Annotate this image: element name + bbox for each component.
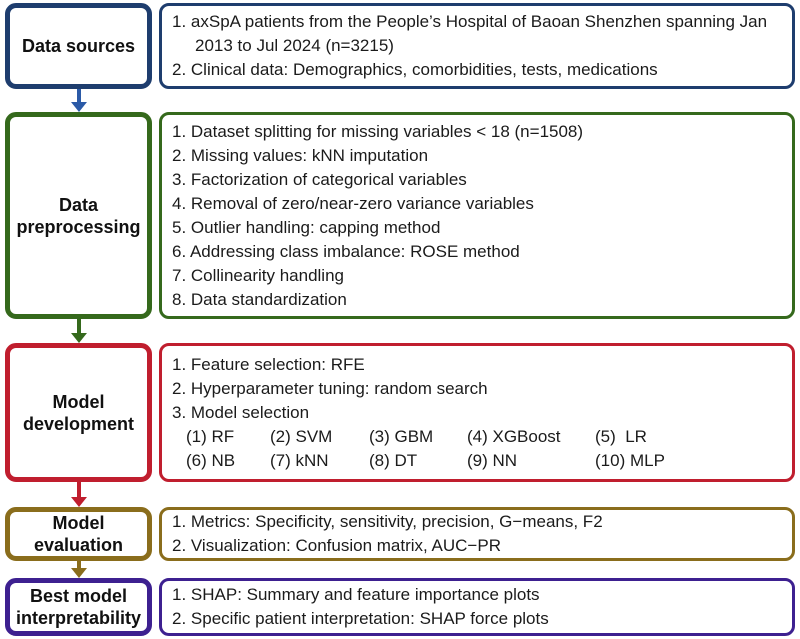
connector-gap-1	[5, 89, 795, 112]
detail-box-data-preprocessing: 1. Dataset splitting for missing variabl…	[159, 112, 795, 319]
detail-item: 7. Collinearity handling	[172, 265, 344, 285]
stage-box-model-evaluation: Model evaluation	[5, 507, 152, 561]
section-row-model-development: Model development 1. Feature selection: …	[5, 343, 795, 482]
arrow-head	[71, 497, 87, 507]
stage-label-model-evaluation: Model evaluation	[33, 513, 124, 555]
model-option: (7) kNN	[270, 450, 329, 470]
detail-item: 1. Feature selection: RFE	[172, 354, 365, 374]
model-grid: (1) RF (2) SVM (3) GBM (4) XGBoost (5) LR (6)…	[186, 425, 782, 473]
detail-box-model-evaluation: 1. Metrics: Specificity, sensitivity, pr…	[159, 507, 795, 561]
arrow-head	[71, 102, 87, 112]
section-row-model-evaluation: Model evaluation 1. Metrics: Specificity…	[5, 507, 795, 561]
arrow-head	[71, 568, 87, 578]
detail-item: 3. Model selection	[172, 402, 310, 422]
section-row-data-preprocessing: Data preprocessing 1. Dataset splitting …	[5, 112, 795, 319]
detail-item: 4. Removal of zero/near-zero variance va…	[172, 193, 534, 213]
detail-item: 2. Hyperparameter tuning: random search	[172, 378, 488, 398]
down-arrow-icon	[71, 561, 87, 578]
detail-items-model-evaluation: 1. Metrics: Specificity, sensitivity, pr…	[172, 510, 782, 558]
detail-box-model-development: 1. Feature selection: RFE 2. Hyperparamet…	[159, 343, 795, 482]
detail-item: 1. SHAP: Summary and feature importance …	[172, 585, 540, 604]
detail-item: 1. Dataset splitting for missing variabl…	[172, 121, 584, 141]
model-option: (1) RF	[186, 426, 235, 446]
detail-box-best-model-interpretability: 1. SHAP: Summary and feature importance …	[159, 578, 795, 636]
detail-items-model-development: 1. Feature selection: RFE 2. Hyperparamet…	[172, 353, 782, 425]
model-option: (4) XGBoost	[467, 426, 561, 446]
detail-items-data-preprocessing: 1. Dataset splitting for missing variabl…	[172, 120, 782, 312]
arrow-stem	[77, 319, 81, 333]
detail-item: 2. Specific patient interpretation: SHAP…	[172, 609, 549, 628]
detail-item: 6. Addressing class imbalance: ROSE meth…	[172, 241, 520, 261]
stage-label-best-model-interpretability: Best model interpretability	[15, 586, 142, 628]
model-option: (8) DT	[369, 450, 418, 470]
stage-box-data-sources: Data sources	[5, 3, 152, 89]
connector-gap-3	[5, 482, 795, 507]
model-option: (6) NB	[186, 450, 236, 470]
arrow-stem	[77, 482, 81, 497]
stage-box-best-model-interpretability: Best model interpretability	[5, 578, 152, 636]
stage-label-data-preprocessing: Data preprocessing	[16, 194, 141, 237]
detail-item: 1. Metrics: Specificity, sensitivity, pr…	[172, 512, 603, 531]
section-row-data-sources: Data sources 1. axSpA patients from the …	[5, 3, 795, 89]
detail-item: 2. Missing values: kNN imputation	[172, 145, 429, 165]
detail-box-data-sources: 1. axSpA patients from the People’s Hosp…	[159, 3, 795, 89]
model-option: (2) SVM	[270, 426, 333, 446]
detail-item: 2. Clinical data: Demographics, comorbid…	[172, 60, 658, 79]
section-row-best-model-interpretability: Best model interpretability 1. SHAP: Sum…	[5, 578, 795, 636]
model-option: (9) NN	[467, 450, 518, 470]
down-arrow-icon	[71, 319, 87, 343]
arrow-head	[71, 333, 87, 343]
connector-gap-4	[5, 561, 795, 578]
arrow-stem	[77, 89, 81, 102]
connector-gap-2	[5, 319, 795, 343]
detail-item: 2. Visualization: Confusion matrix, AUC−…	[172, 536, 501, 555]
down-arrow-icon	[71, 482, 87, 507]
detail-items-data-sources: 1. axSpA patients from the People’s Hosp…	[172, 10, 782, 82]
model-option: (5) LR	[595, 426, 647, 446]
stage-label-model-development: Model development	[22, 391, 135, 434]
detail-items-best-model-interpretability: 1. SHAP: Summary and feature importance …	[172, 583, 782, 631]
stage-label-data-sources: Data sources	[21, 36, 136, 56]
stage-box-model-development: Model development	[5, 343, 152, 482]
detail-item: 5. Outlier handling: capping method	[172, 217, 441, 237]
detail-item: 3. Factorization of categorical variable…	[172, 169, 467, 189]
stage-box-data-preprocessing: Data preprocessing	[5, 112, 152, 319]
model-option: (10) MLP	[595, 450, 665, 470]
detail-item: 1. axSpA patients from the People’s Hosp…	[172, 12, 768, 55]
down-arrow-icon	[71, 89, 87, 112]
arrow-stem	[77, 561, 81, 568]
model-option: (3) GBM	[369, 426, 434, 446]
detail-item: 8. Data standardization	[172, 289, 347, 309]
